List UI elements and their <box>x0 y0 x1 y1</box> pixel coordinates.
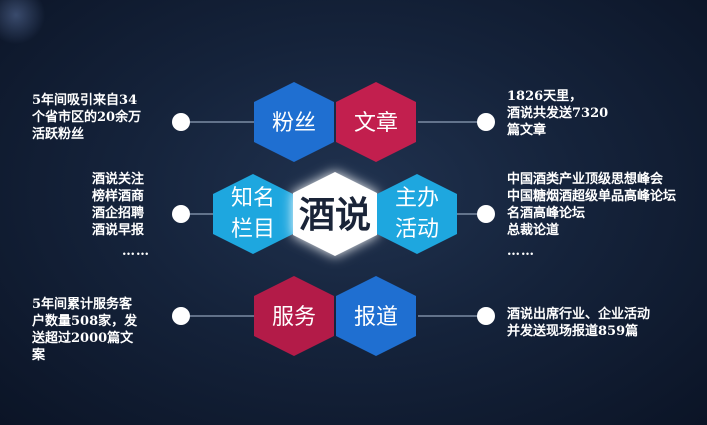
hex-reports-label: 报道 <box>354 305 398 330</box>
callout-articles: 1826天里， 酒说共发送7320 篇文章 <box>507 89 609 138</box>
hex-articles: 文章 <box>336 82 416 162</box>
hex-fans: 粉丝 <box>254 82 334 162</box>
center-title: 酒说 <box>299 194 371 236</box>
hex-columns: 知名 栏目 <box>213 174 293 254</box>
hex-service: 服务 <box>254 276 334 356</box>
callout-columns: 酒说关注 榜样酒商 酒企招聘 酒说早报 <box>92 172 145 238</box>
hex-columns-line1: 知名 <box>231 186 275 211</box>
callout-reports: 酒说出席行业、企业活动 并发送现场报道859篇 <box>507 307 651 339</box>
callout-events-more: …… <box>507 244 535 259</box>
dot-service <box>172 307 190 325</box>
hex-fans-label: 粉丝 <box>272 111 316 136</box>
hex-events: 主办 活动 <box>377 174 457 254</box>
hex-articles-label: 文章 <box>354 111 398 136</box>
callout-columns-more: …… <box>122 244 150 259</box>
dot-reports <box>477 307 495 325</box>
hex-events-line2: 活动 <box>395 217 439 242</box>
hex-reports: 报道 <box>336 276 416 356</box>
hex-columns-line2: 栏目 <box>231 217 275 242</box>
hex-center <box>293 172 377 256</box>
dot-fans <box>172 113 190 131</box>
dot-articles <box>477 113 495 131</box>
callout-fans: 5年间吸引来自34 个省市区的20余万 活跃粉丝 <box>32 93 142 142</box>
dot-columns <box>172 205 190 223</box>
hex-service-label: 服务 <box>272 305 316 330</box>
corner-glow <box>0 0 80 50</box>
callout-service: 5年间累计服务客 户数量508家，发 送超过2000篇文 案 <box>32 297 138 363</box>
hex-events-line1: 主办 <box>395 186 439 211</box>
dot-events <box>477 205 495 223</box>
callout-events: 中国酒类产业顶级思想峰会 中国糖烟酒超级单品高峰论坛 名酒高峰论坛 总裁论道 <box>507 172 677 238</box>
